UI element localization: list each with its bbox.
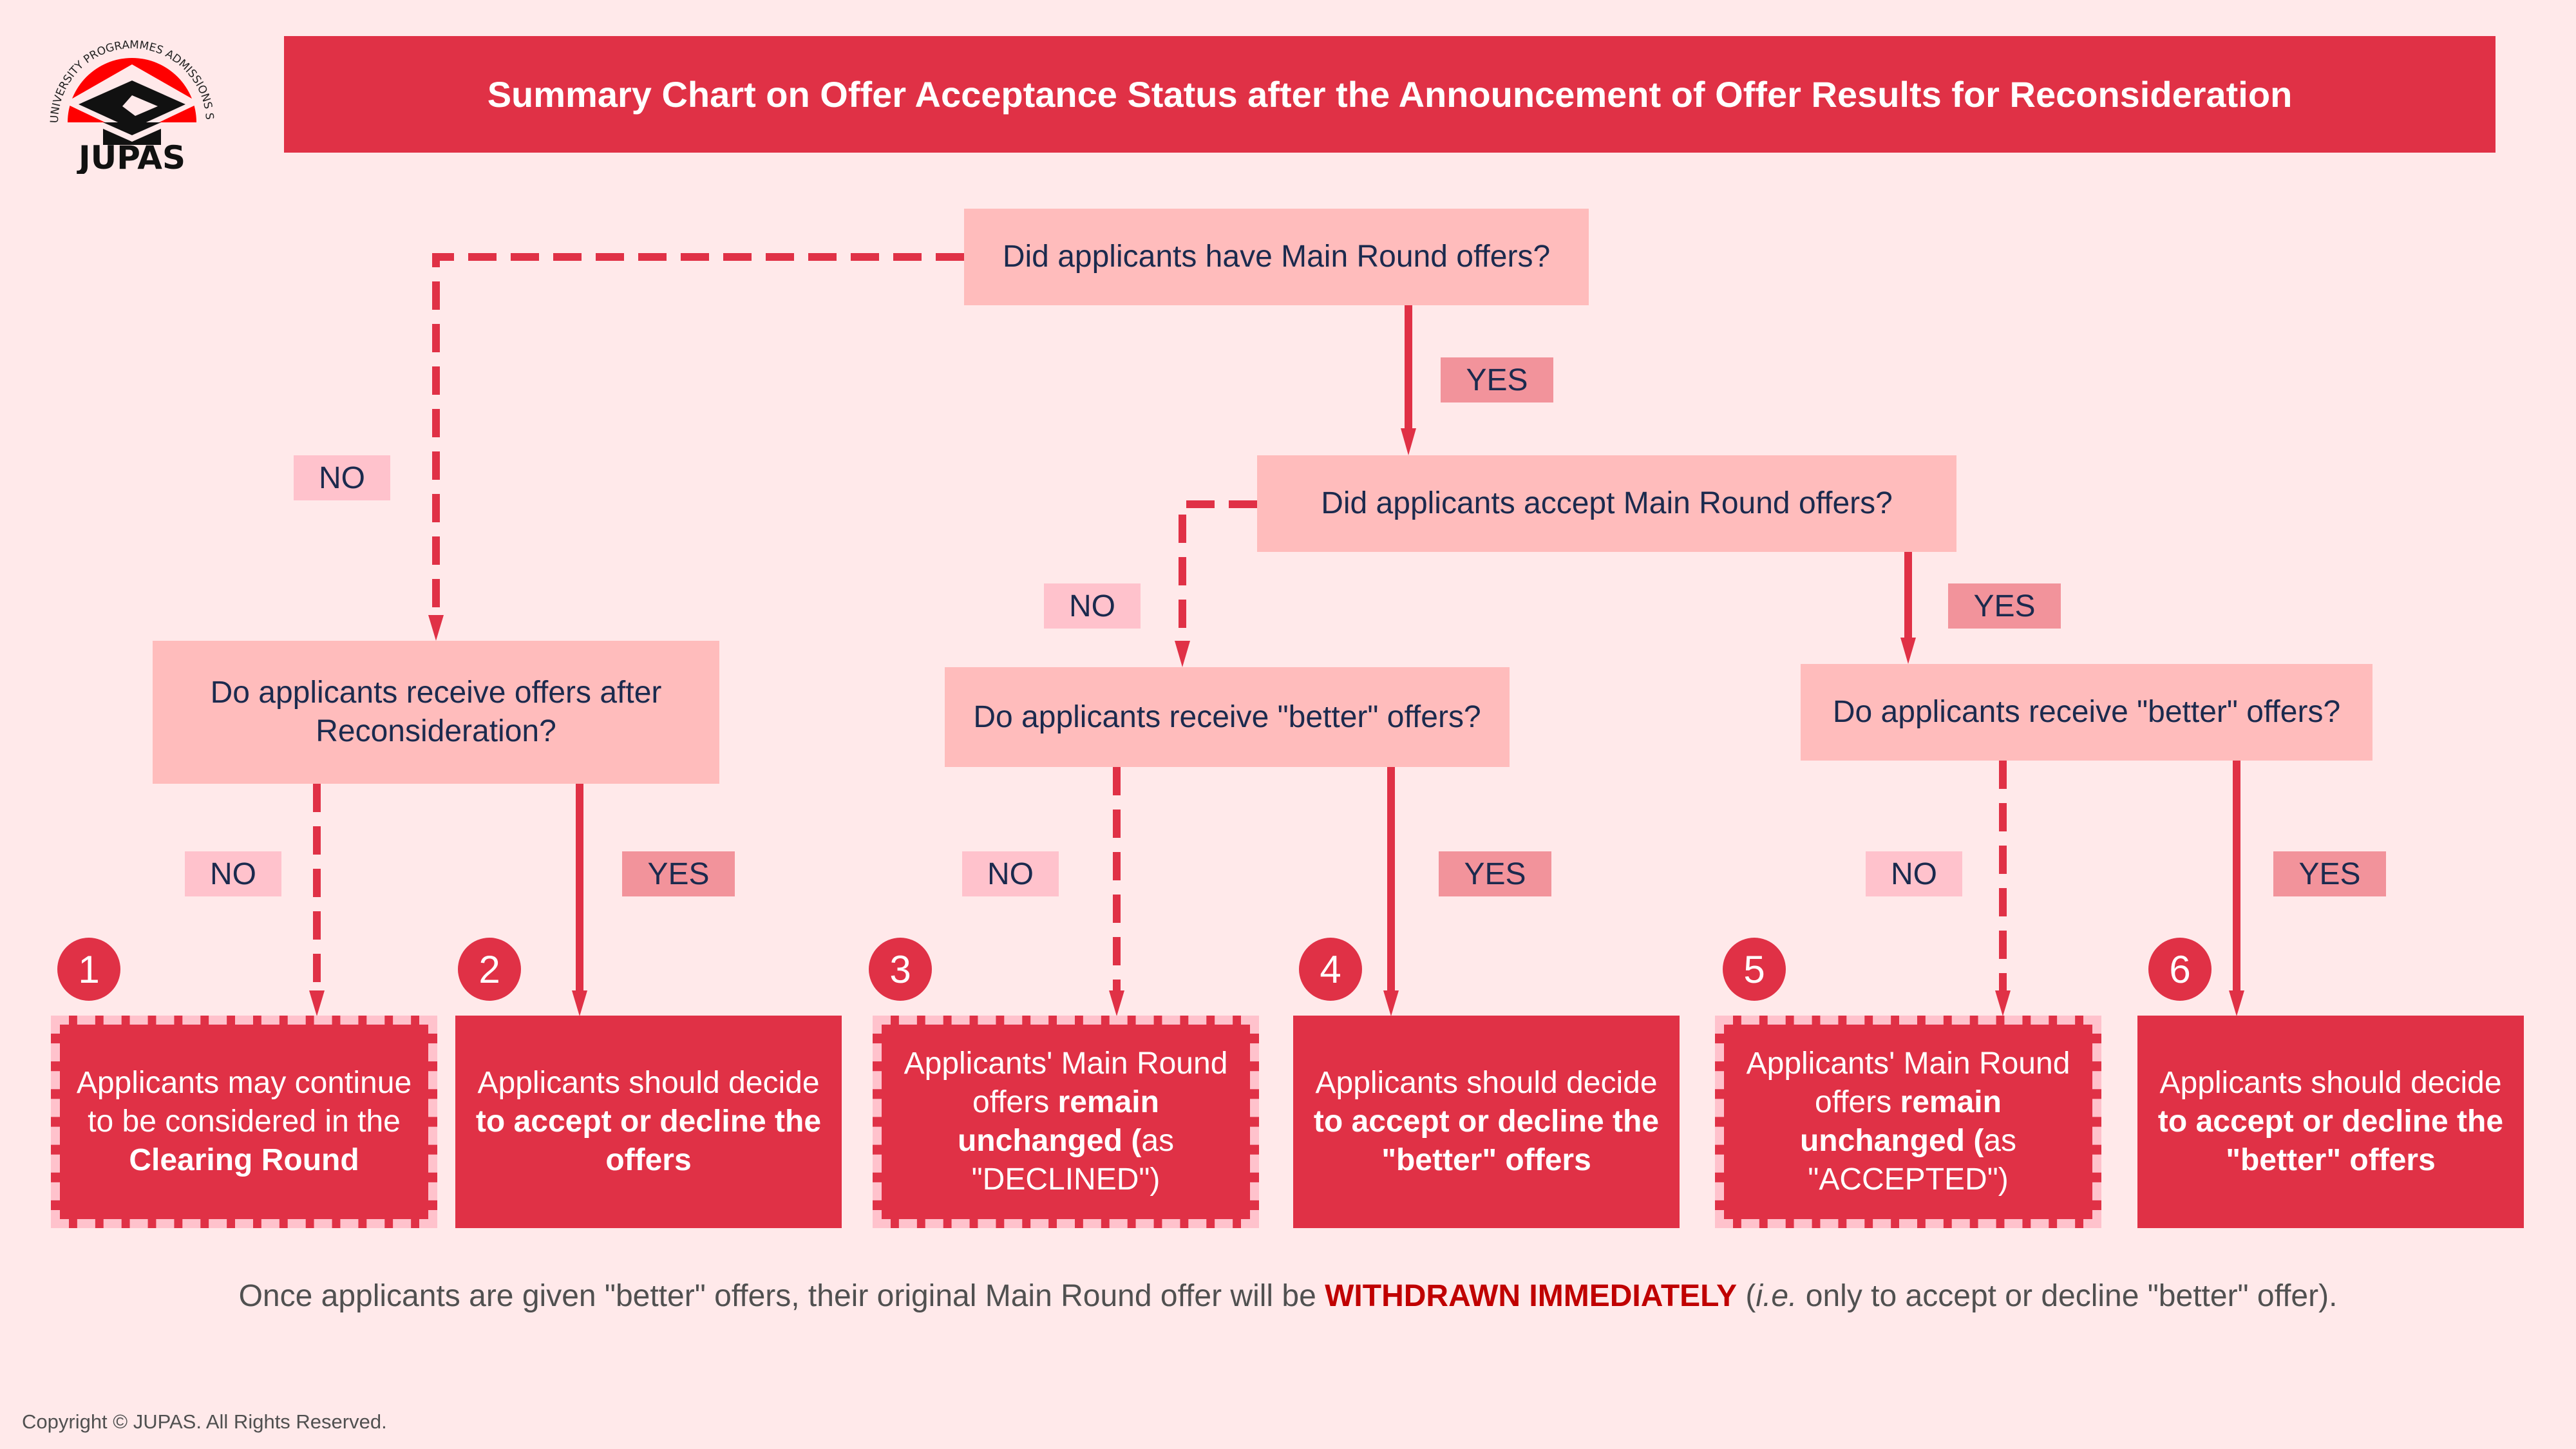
question-have-main-round-offers: Did applicants have Main Round offers?	[964, 209, 1589, 305]
note-emphasis: WITHDRAWN IMMEDIATELY	[1325, 1279, 1738, 1313]
outcome-number-badge: 6	[2148, 938, 2211, 1001]
branch-label-yes: YES	[1948, 583, 2061, 629]
outcome-text: Applicants' Main Round offers	[1746, 1046, 2070, 1119]
withdrawal-note: Once applicants are given "better" offer…	[0, 1278, 2576, 1314]
note-text: only to accept or decline "better" offer…	[1797, 1279, 2338, 1313]
question-receive-better-offers-accepted: Do applicants receive "better" offers?	[1801, 664, 2372, 761]
outcome-clearing-round: Applicants may continue to be considered…	[51, 1016, 437, 1228]
note-text: Once applicants are given "better" offer…	[238, 1279, 1325, 1313]
outcome-text: Applicants may continue to be considered…	[76, 1066, 412, 1139]
arrowhead-outcome-4	[1383, 990, 1399, 1016]
page-title: Summary Chart on Offer Acceptance Status…	[284, 36, 2496, 153]
outcome-unchanged-accepted: Applicants' Main Round offers remain unc…	[1715, 1016, 2101, 1228]
outcome-number-badge: 1	[57, 938, 120, 1001]
arrowhead-q2	[1401, 428, 1416, 455]
branch-label-yes: YES	[622, 851, 735, 896]
outcome-text: as "ACCEPTED")	[1808, 1124, 2017, 1197]
outcome-accept-or-decline-offers: Applicants should decide to accept or de…	[455, 1016, 842, 1228]
outcome-text: Applicants should decide	[477, 1066, 820, 1100]
question-receive-better-offers-declined: Do applicants receive "better" offers?	[945, 667, 1510, 767]
arrowhead-outcome-6	[2229, 990, 2244, 1016]
outcome-emphasis: remain unchanged (	[1799, 1085, 2002, 1158]
outcome-number-badge: 3	[869, 938, 932, 1001]
branch-label-no: NO	[1866, 851, 1962, 896]
arrowhead-outcome-1	[309, 990, 325, 1016]
outcome-text: Applicants' Main Round offers	[904, 1046, 1228, 1119]
outcome-emphasis: to accept or decline the "better" offers	[2157, 1104, 2504, 1177]
branch-label-yes: YES	[1439, 851, 1551, 896]
branch-label-no: NO	[185, 851, 281, 896]
connector-q1-no	[432, 253, 964, 621]
branch-label-no: NO	[1044, 583, 1141, 629]
connector-q2-no	[1179, 500, 1257, 647]
jupas-logo: JOINT UNIVERSITY PROGRAMMES ADMISSIONS S…	[34, 16, 225, 176]
outcome-text: as "DECLINED")	[971, 1124, 1175, 1197]
arrowhead-outcome-5	[1995, 990, 2011, 1016]
question-receive-offers-after-reconsideration: Do applicants receive offers after Recon…	[153, 641, 719, 784]
branch-label-no: NO	[294, 455, 390, 500]
outcome-emphasis: remain unchanged (	[957, 1085, 1159, 1158]
arrowhead-outcome-2	[572, 990, 587, 1016]
outcome-unchanged-declined: Applicants' Main Round offers remain unc…	[873, 1016, 1259, 1228]
note-text: (	[1737, 1279, 1756, 1313]
outcome-emphasis: to accept or decline the offers	[475, 1104, 822, 1177]
arrowhead-q5	[1900, 638, 1916, 664]
outcome-accept-or-decline-better-offers: Applicants should decide to accept or de…	[2137, 1016, 2524, 1228]
arrowhead-outcome-3	[1109, 990, 1124, 1016]
outcome-emphasis: to accept or decline the "better" offers	[1313, 1104, 1660, 1177]
outcome-accept-or-decline-better-offers: Applicants should decide to accept or de…	[1293, 1016, 1680, 1228]
outcome-emphasis: Clearing Round	[129, 1143, 359, 1177]
question-accept-main-round-offers: Did applicants accept Main Round offers?	[1257, 455, 1956, 552]
outcome-number-badge: 4	[1299, 938, 1362, 1001]
branch-label-no: NO	[962, 851, 1059, 896]
outcome-text: Applicants should decide	[2159, 1066, 2502, 1100]
arrowhead-q3	[428, 615, 444, 641]
outcome-number-badge: 2	[458, 938, 521, 1001]
branch-label-yes: YES	[1441, 357, 1553, 402]
outcome-text: Applicants should decide	[1315, 1066, 1658, 1100]
arrowhead-q4	[1175, 641, 1190, 667]
note-ie: i.e.	[1756, 1279, 1797, 1313]
outcome-number-badge: 5	[1723, 938, 1786, 1001]
logo-wordmark: JUPAS	[77, 139, 185, 174]
branch-label-yes: YES	[2273, 851, 2386, 896]
copyright-notice: Copyright © JUPAS. All Rights Reserved.	[22, 1410, 387, 1433]
